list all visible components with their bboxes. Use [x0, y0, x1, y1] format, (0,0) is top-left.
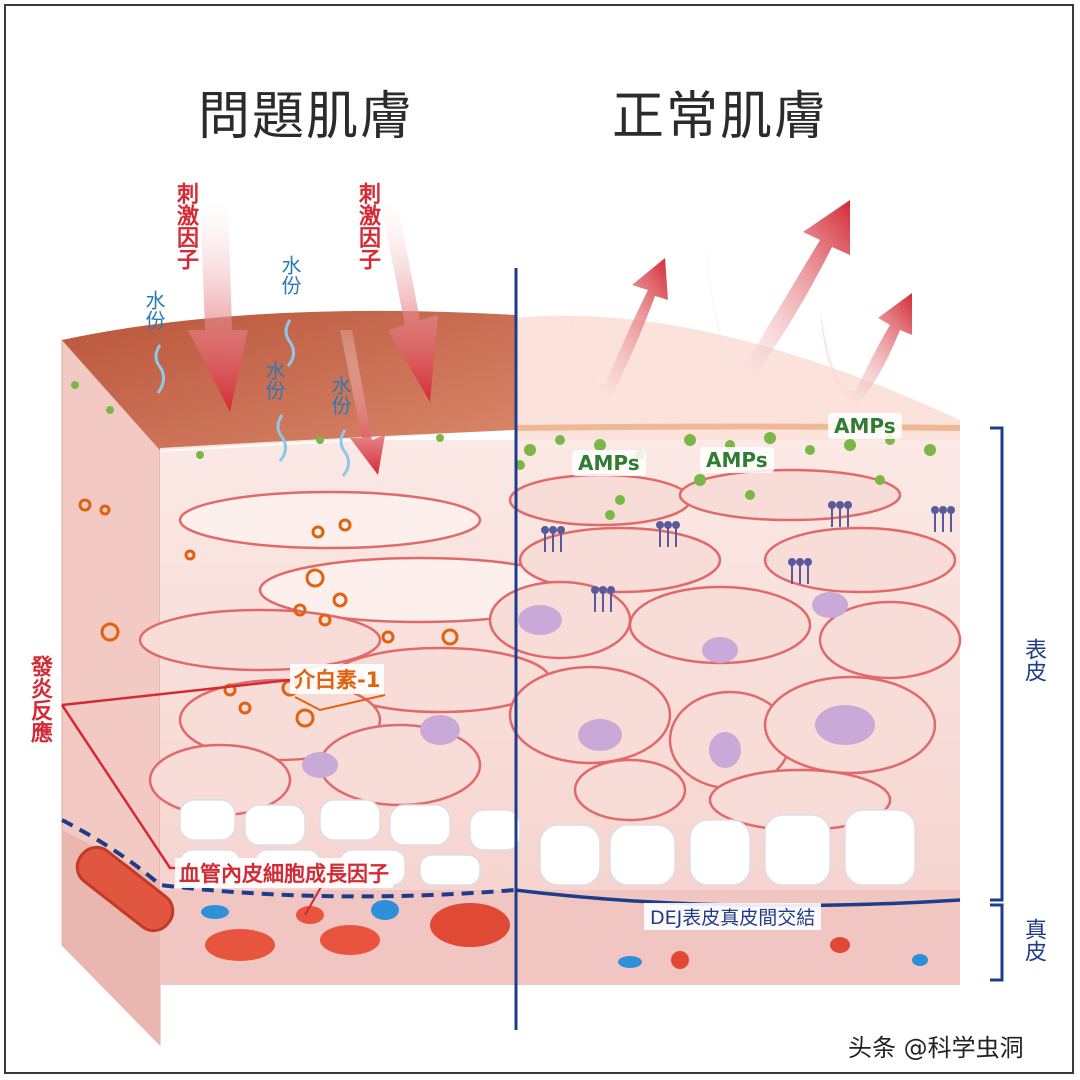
inflammation-label: 發炎反應	[27, 655, 52, 743]
lipid-icon	[541, 501, 955, 612]
moisture-label-2: 水份	[278, 255, 302, 295]
dej-dashed	[61, 818, 516, 899]
amps-label-3: AMPs	[700, 447, 774, 473]
problem-skin-title: 問題肌膚	[198, 87, 415, 147]
irritant-label-right: 刺激因子	[355, 182, 380, 270]
dermis-label: 真皮	[1021, 918, 1046, 962]
green-dot-icon	[71, 381, 936, 520]
epidermis-bracket	[990, 426, 1004, 902]
amps-label-1: AMPs	[828, 413, 902, 439]
amps-label-2: AMPs	[572, 450, 646, 476]
vegf-label: 血管內皮細胞成長因子	[175, 858, 393, 888]
cell-layers	[138, 468, 962, 832]
water-squiggle-icon	[154, 319, 350, 477]
dej-label: DEJ表皮真皮間交結	[644, 903, 822, 930]
moisture-label-1: 水份	[142, 290, 166, 330]
irritant-label-left: 刺激因子	[173, 182, 198, 270]
moisture-label-3: 水份	[262, 360, 286, 400]
epidermis-label: 表皮	[1021, 638, 1046, 682]
repel-arrow-icon	[568, 200, 912, 402]
interleukin-circles	[78, 498, 459, 728]
moisture-label-4: 水份	[328, 375, 352, 415]
watermark: 头条 @科学虫洞	[848, 1034, 1024, 1062]
il1-callout	[294, 694, 386, 712]
red-arrow-icon	[188, 200, 438, 475]
cell-nuclei	[302, 592, 875, 778]
interleukin-label: 介白素-1	[290, 664, 385, 694]
blood-vessel-icon	[75, 845, 928, 969]
normal-skin-title: 正常肌膚	[612, 87, 829, 147]
dermis-bracket	[990, 903, 1004, 982]
